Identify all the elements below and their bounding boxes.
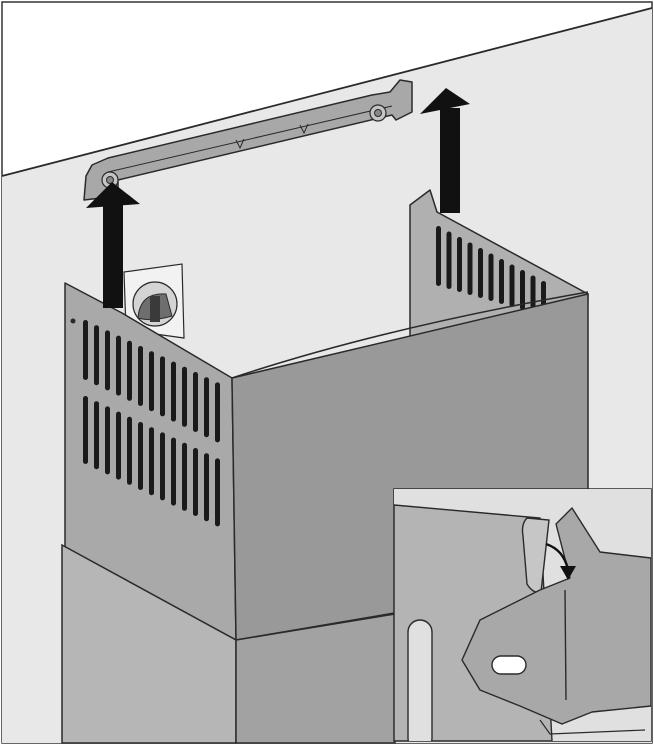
vent-slot (457, 237, 462, 292)
vent-slot (105, 406, 110, 475)
vent-slot (105, 330, 110, 391)
vent-slot (446, 231, 452, 289)
vent-slot (193, 448, 198, 516)
lower-front-panel (235, 613, 396, 744)
left-vent-slots (83, 320, 220, 527)
vent-slot (182, 442, 187, 511)
vent-slot (204, 453, 209, 522)
vent-slot (182, 366, 187, 427)
lift-arrows (86, 88, 470, 308)
power-socket (123, 263, 185, 339)
bracket-detail-inset (393, 488, 652, 742)
vent-slot (193, 372, 198, 432)
lower-chimney-section (61, 543, 396, 744)
vent-slot (127, 416, 132, 485)
vent-slot (436, 226, 441, 286)
vent-slot (171, 437, 176, 506)
vent-slot (215, 458, 220, 527)
vent-slot (467, 242, 473, 295)
vent-slot (138, 346, 143, 406)
vent-slot (488, 253, 494, 301)
up-arrow-icon (420, 88, 470, 213)
vent-slot (83, 396, 88, 464)
up-arrow-icon (86, 182, 140, 308)
vent-slot (94, 325, 99, 386)
vent-slot (149, 427, 154, 496)
vent-slot (509, 264, 515, 307)
curved-arrow-icon (545, 542, 576, 580)
vent-slot (116, 335, 121, 396)
vent-slot (116, 411, 121, 480)
vent-slot (215, 382, 220, 443)
vent-slot (94, 401, 99, 470)
right-vent-slots (436, 226, 546, 316)
vent-slot (520, 270, 525, 310)
vent-slot (499, 259, 504, 304)
vent-slot (530, 275, 536, 313)
vent-slot (204, 377, 209, 438)
vent-slot (160, 432, 165, 501)
vent-slot (171, 361, 176, 422)
vent-slot (478, 248, 483, 298)
vent-slot (160, 356, 165, 417)
mounting-bracket (83, 79, 413, 201)
vent-slot (138, 422, 143, 490)
vent-slot (149, 351, 154, 412)
vent-slot (127, 340, 132, 401)
vent-slot (83, 320, 88, 380)
wall-ceiling-edge (1, 7, 653, 177)
